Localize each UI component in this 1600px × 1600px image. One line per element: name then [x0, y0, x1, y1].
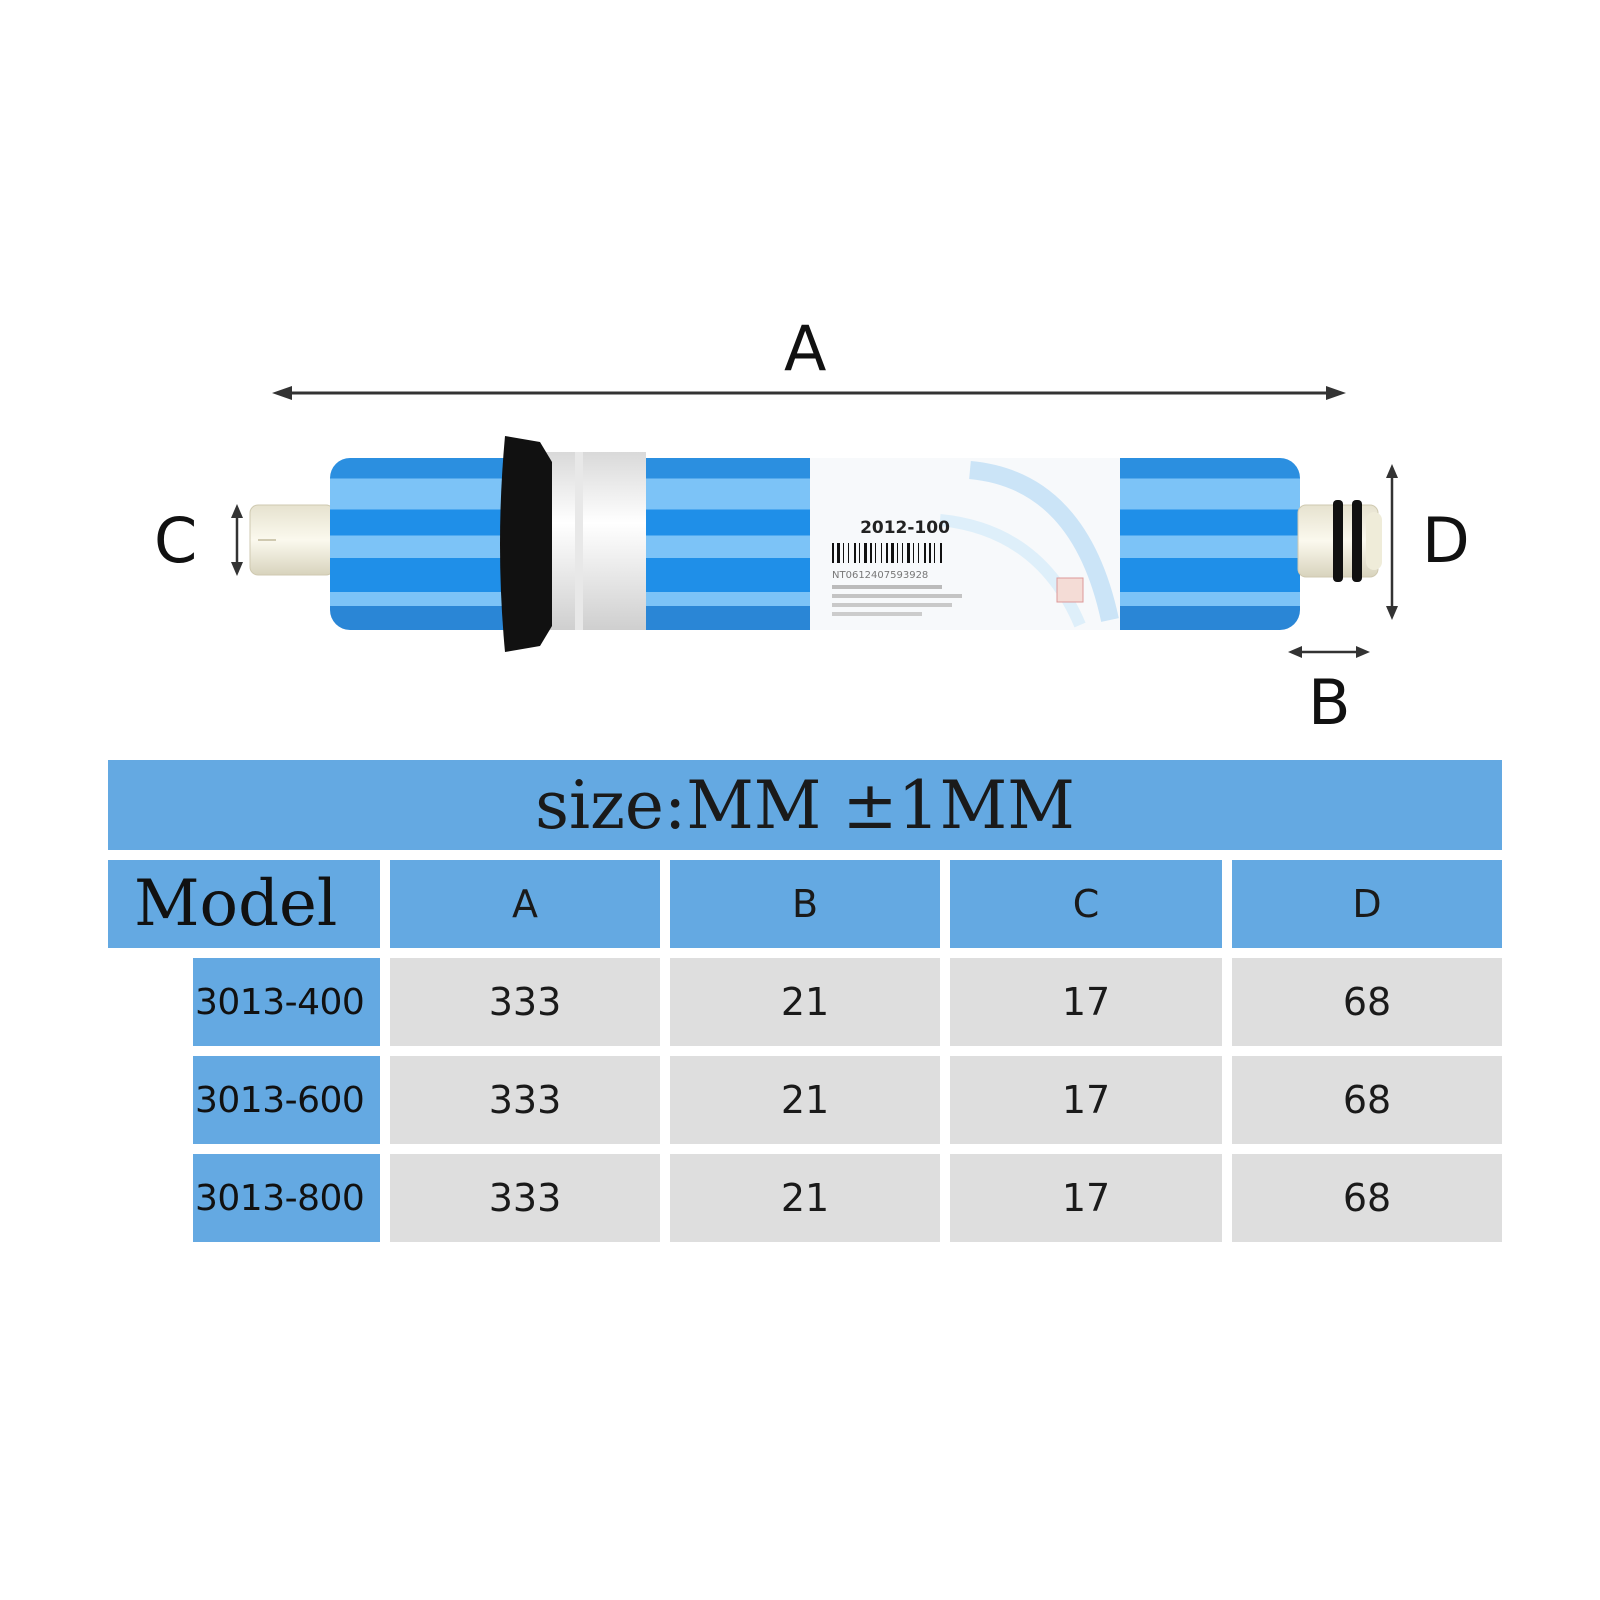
- cell-a: 333: [390, 958, 660, 1046]
- dimension-label-d: D: [1422, 504, 1470, 577]
- cell-c: 17: [950, 1056, 1222, 1144]
- cell-b: 21: [670, 1154, 940, 1242]
- table-title: size:MM ±1MM: [108, 760, 1502, 850]
- dimension-label-a: A: [784, 312, 827, 385]
- model-column-header: Model: [108, 860, 380, 948]
- cell-a: 333: [390, 1056, 660, 1144]
- cell-c: 17: [950, 958, 1222, 1046]
- cell-d: 68: [1232, 958, 1502, 1046]
- barcode: [832, 543, 942, 563]
- brine-seal: [500, 436, 646, 652]
- cell-d: 68: [1232, 1056, 1502, 1144]
- label-logo-icon: [1056, 577, 1084, 603]
- label-serial: NT0612407593928: [832, 570, 928, 581]
- dimension-label-c: C: [154, 504, 198, 577]
- right-tube-tip: [1297, 500, 1382, 582]
- cell-c: 17: [950, 1154, 1222, 1242]
- cell-a: 333: [390, 1154, 660, 1242]
- cell-b: 21: [670, 958, 940, 1046]
- dimension-arrow-b: [1288, 646, 1370, 658]
- row-model-3013-600: 3013-600: [193, 1056, 380, 1144]
- dimension-arrow-c: [231, 504, 243, 576]
- row-model-3013-800: 3013-800: [193, 1154, 380, 1242]
- dimension-label-b: B: [1308, 666, 1351, 739]
- column-header-b: B: [670, 860, 940, 948]
- cell-b: 21: [670, 1056, 940, 1144]
- dimension-arrow-d: [1386, 464, 1398, 620]
- column-header-a: A: [390, 860, 660, 948]
- row-model-3013-400: 3013-400: [193, 958, 380, 1046]
- product-label: 2012-100 NT0612407593928: [810, 458, 1120, 630]
- column-header-c: C: [950, 860, 1222, 948]
- membrane-diagram: 2012-100 NT0612407593928: [0, 0, 1600, 734]
- cell-d: 68: [1232, 1154, 1502, 1242]
- label-model-code: 2012-100: [860, 518, 950, 538]
- dimension-arrow-a: [272, 386, 1346, 400]
- membrane-illustration: 2012-100 NT0612407593928: [231, 386, 1398, 658]
- column-header-d: D: [1232, 860, 1502, 948]
